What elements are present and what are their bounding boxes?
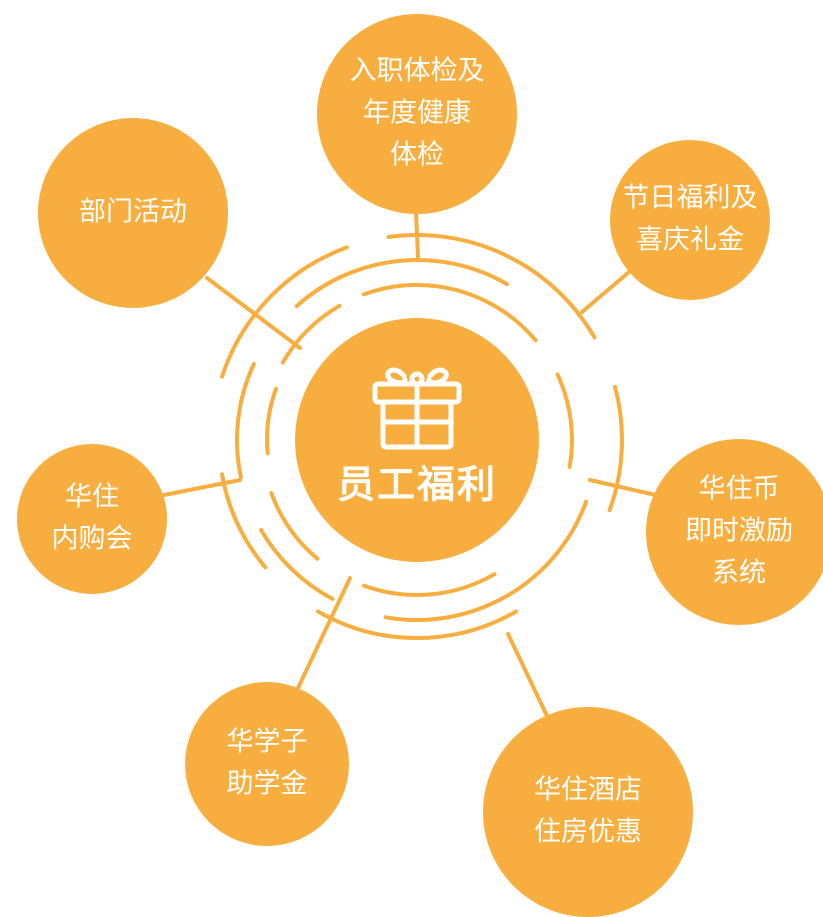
- ring-arc-4: [235, 361, 256, 480]
- ring-arc-2: [386, 233, 597, 340]
- decorative-ring-arcs: [220, 233, 624, 641]
- node-label-checkup-line2: 年度健康: [363, 98, 471, 129]
- connector-purchase: [162, 478, 242, 497]
- ring-arc-1: [220, 245, 349, 379]
- node-label-purchase-line2: 内购会: [52, 524, 133, 555]
- node-label-hotel-line2: 住房优惠: [534, 817, 642, 848]
- node-label-scholarship-line2: 助学金: [227, 769, 308, 800]
- ring-arc-15: [220, 472, 268, 570]
- ring-arc-12: [269, 491, 320, 561]
- node-label-checkup-line3: 体检: [390, 140, 444, 171]
- node-circle-hotel: [483, 707, 693, 917]
- node-circle-purchase: [17, 444, 167, 594]
- ring-arc-8: [280, 303, 342, 365]
- node-circle-coin: [646, 439, 823, 625]
- node-circle-activity: [38, 118, 228, 308]
- node-label-scholarship-line1: 华学子: [227, 727, 308, 758]
- connector-hotel: [506, 632, 550, 720]
- ring-arc-14: [316, 609, 518, 641]
- ring-arc-13: [265, 386, 278, 456]
- node-label-coin-line3: 系统: [712, 558, 766, 589]
- ring-arc-9: [362, 283, 538, 343]
- center-node: 员工福利: [295, 318, 539, 562]
- ring-arc-3: [607, 384, 624, 513]
- node-label-coin-line1: 华住币: [699, 474, 780, 505]
- node-label-coin-line2: 即时激励: [685, 516, 793, 547]
- ring-arc-10: [555, 372, 574, 469]
- center-label: 员工福利: [337, 463, 497, 507]
- connector-scholarship: [296, 576, 352, 690]
- ring-arc-7: [259, 528, 335, 601]
- node-label-holiday-line1: 节日福利及: [623, 183, 758, 214]
- node-activity: 部门活动: [38, 118, 228, 308]
- ring-arc-11: [362, 572, 497, 597]
- node-circle-scholarship: [185, 682, 349, 846]
- gift-icon: [372, 367, 462, 450]
- connector-coin: [588, 478, 662, 498]
- node-circle-holiday: [610, 140, 770, 300]
- node-label-holiday-line2: 喜庆礼金: [636, 225, 744, 256]
- node-label-activity-line1: 部门活动: [79, 197, 187, 228]
- ring-arc-5: [294, 258, 509, 309]
- node-label-purchase-line1: 华住: [65, 482, 119, 513]
- node-label-hotel-line1: 华住酒店: [534, 775, 642, 806]
- node-label-checkup-line1: 入职体检及: [350, 56, 485, 87]
- connector-holiday: [580, 264, 638, 314]
- satellite-nodes: 入职体检及年度健康体检节日福利及喜庆礼金华住币即时激励系统华住酒店住房优惠华学子…: [17, 14, 823, 917]
- node-circle-checkup: [317, 14, 517, 214]
- ring-arc-6: [383, 499, 589, 623]
